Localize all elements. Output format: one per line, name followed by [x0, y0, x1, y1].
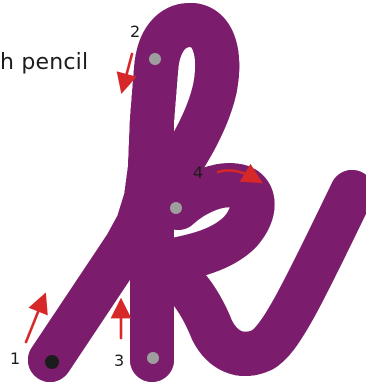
waypoint-dot-icon	[149, 53, 161, 65]
waypoint-dot-icon	[170, 202, 182, 214]
step-number-3: 3	[114, 351, 124, 370]
step-number-1: 1	[10, 349, 20, 368]
step-number-2: 2	[130, 22, 140, 41]
direction-arrow-icon	[124, 54, 132, 84]
start-dot-icon	[45, 355, 59, 369]
waypoint-dot-icon	[147, 352, 159, 364]
step-number-4: 4	[193, 163, 203, 182]
dashed-guide	[50, 25, 352, 360]
